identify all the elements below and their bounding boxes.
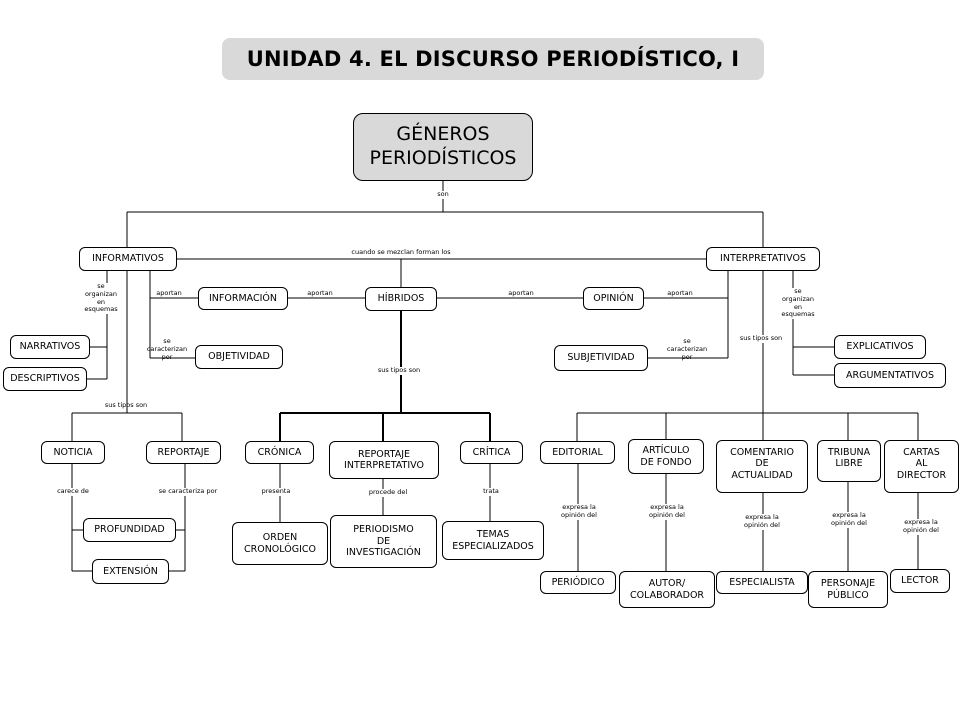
node-extension: EXTENSIÓN (92, 559, 169, 584)
node-cronica: CRÓNICA (245, 441, 314, 464)
link-label: expresa la opinión del (561, 503, 597, 520)
node-noticia: NOTICIA (41, 441, 105, 464)
link-label: sus tipos son (104, 401, 148, 409)
link-label: son (437, 190, 449, 199)
link-label: aportan (307, 289, 333, 297)
node-periodico: PERIÓDICO (540, 571, 616, 594)
node-narrativos: NARRATIVOS (10, 335, 90, 359)
link-label: se organizan en esquemas (781, 287, 815, 320)
title-banner: UNIDAD 4. EL DISCURSO PERIODÍSTICO, I (222, 38, 764, 80)
link-label: aportan (156, 289, 182, 297)
node-critica: CRÍTICA (460, 441, 523, 464)
link-label: se caracterizan por (666, 337, 708, 361)
node-articulo-de-fondo: ARTÍCULO DE FONDO (628, 439, 704, 474)
link-label: aportan (667, 289, 693, 297)
link-label: se caracteriza por (158, 487, 218, 496)
node-periodismo-de-investigacion: PERIODISMO DE INVESTIGACIÓN (330, 515, 437, 568)
node-informativos: INFORMATIVOS (79, 247, 177, 271)
link-label: aportan (508, 289, 534, 297)
node-orden-cronologico: ORDEN CRONOLÓGICO (232, 522, 328, 565)
link-label: se organizan en esquemas (84, 282, 118, 315)
node-objetividad: OBJETIVIDAD (195, 345, 283, 369)
node-cartas-al-director: CARTAS AL DIRECTOR (884, 440, 959, 493)
node-comentario-de-actualidad: COMENTARIO DE ACTUALIDAD (716, 440, 808, 493)
link-label: procede del (368, 488, 408, 497)
link-label: presenta (261, 487, 291, 496)
node-profundidad: PROFUNDIDAD (83, 518, 176, 542)
link-label: expresa la opinión del (831, 511, 867, 528)
link-label: sus tipos son (739, 334, 783, 343)
node-temas-especializados: TEMAS ESPECIALIZADOS (442, 521, 544, 560)
link-label: sus tipos son (377, 366, 421, 375)
node-explicativos: EXPLICATIVOS (834, 335, 926, 359)
node-argumentativos: ARGUMENTATIVOS (834, 363, 946, 388)
page-title: UNIDAD 4. EL DISCURSO PERIODÍSTICO, I (246, 47, 740, 71)
link-label: expresa la opinión del (744, 513, 780, 530)
link-label: carece de (57, 487, 89, 496)
node-subjetividad: SUBJETIVIDAD (554, 345, 648, 371)
node-autor-colaborador: AUTOR/ COLABORADOR (619, 571, 715, 608)
node-reportaje-interpretativo: REPORTAJE INTERPRETATIVO (329, 441, 439, 479)
node-personaje-publico: PERSONAJE PÚBLICO (808, 571, 888, 608)
node-hibridos: HÍBRIDOS (365, 287, 437, 311)
link-label: expresa la opinión del (903, 518, 939, 535)
link-label: se caracterizan por (146, 337, 188, 361)
node-reportaje: REPORTAJE (146, 441, 221, 464)
node-opinion: OPINIÓN (583, 287, 644, 310)
node-informacion: INFORMACIÓN (198, 287, 288, 310)
node-lector: LECTOR (890, 569, 950, 593)
link-label: expresa la opinión del (649, 503, 685, 520)
node-generos-periodisticos: GÉNEROS PERIODÍSTICOS (353, 113, 533, 181)
node-especialista: ESPECIALISTA (716, 571, 808, 594)
node-interpretativos: INTERPRETATIVOS (706, 247, 820, 271)
node-editorial: EDITORIAL (540, 441, 615, 464)
node-tribuna-libre: TRIBUNA LIBRE (817, 440, 881, 482)
link-label: cuando se mezclan forman los (351, 248, 451, 256)
link-label: trata (483, 487, 499, 496)
node-descriptivos: DESCRIPTIVOS (3, 367, 87, 391)
